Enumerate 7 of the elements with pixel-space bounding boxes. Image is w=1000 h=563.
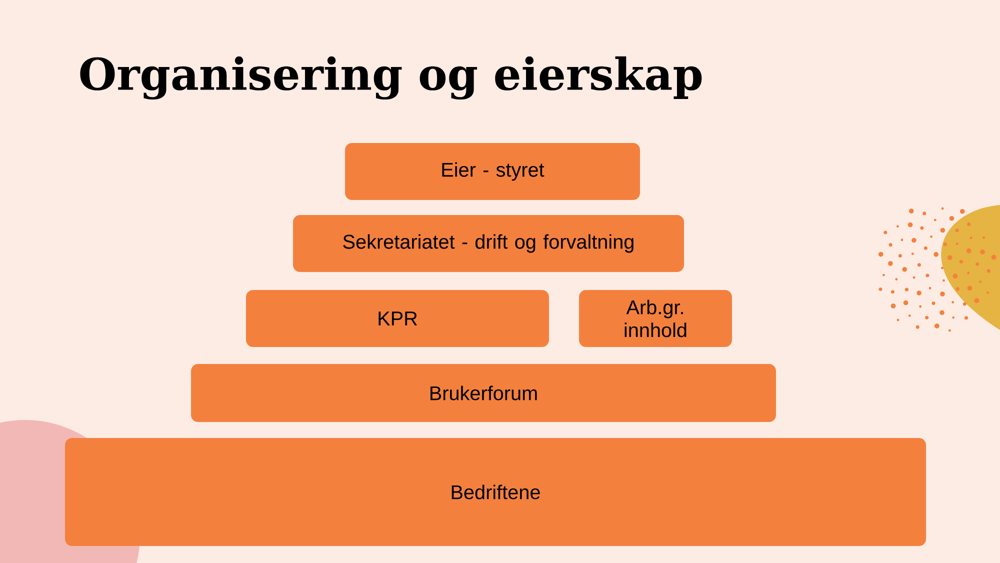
level-box: Bedriftene: [65, 438, 926, 546]
level-box: KPR: [246, 290, 549, 347]
level-box: Eier - styret: [345, 143, 640, 200]
level-box: Arb.gr. innhold: [579, 290, 732, 347]
title: Organisering og eierskap: [80, 56, 702, 100]
level-box: Sekretariatet - drift og forvaltning: [293, 215, 684, 272]
level-box: Brukerforum: [191, 364, 776, 422]
